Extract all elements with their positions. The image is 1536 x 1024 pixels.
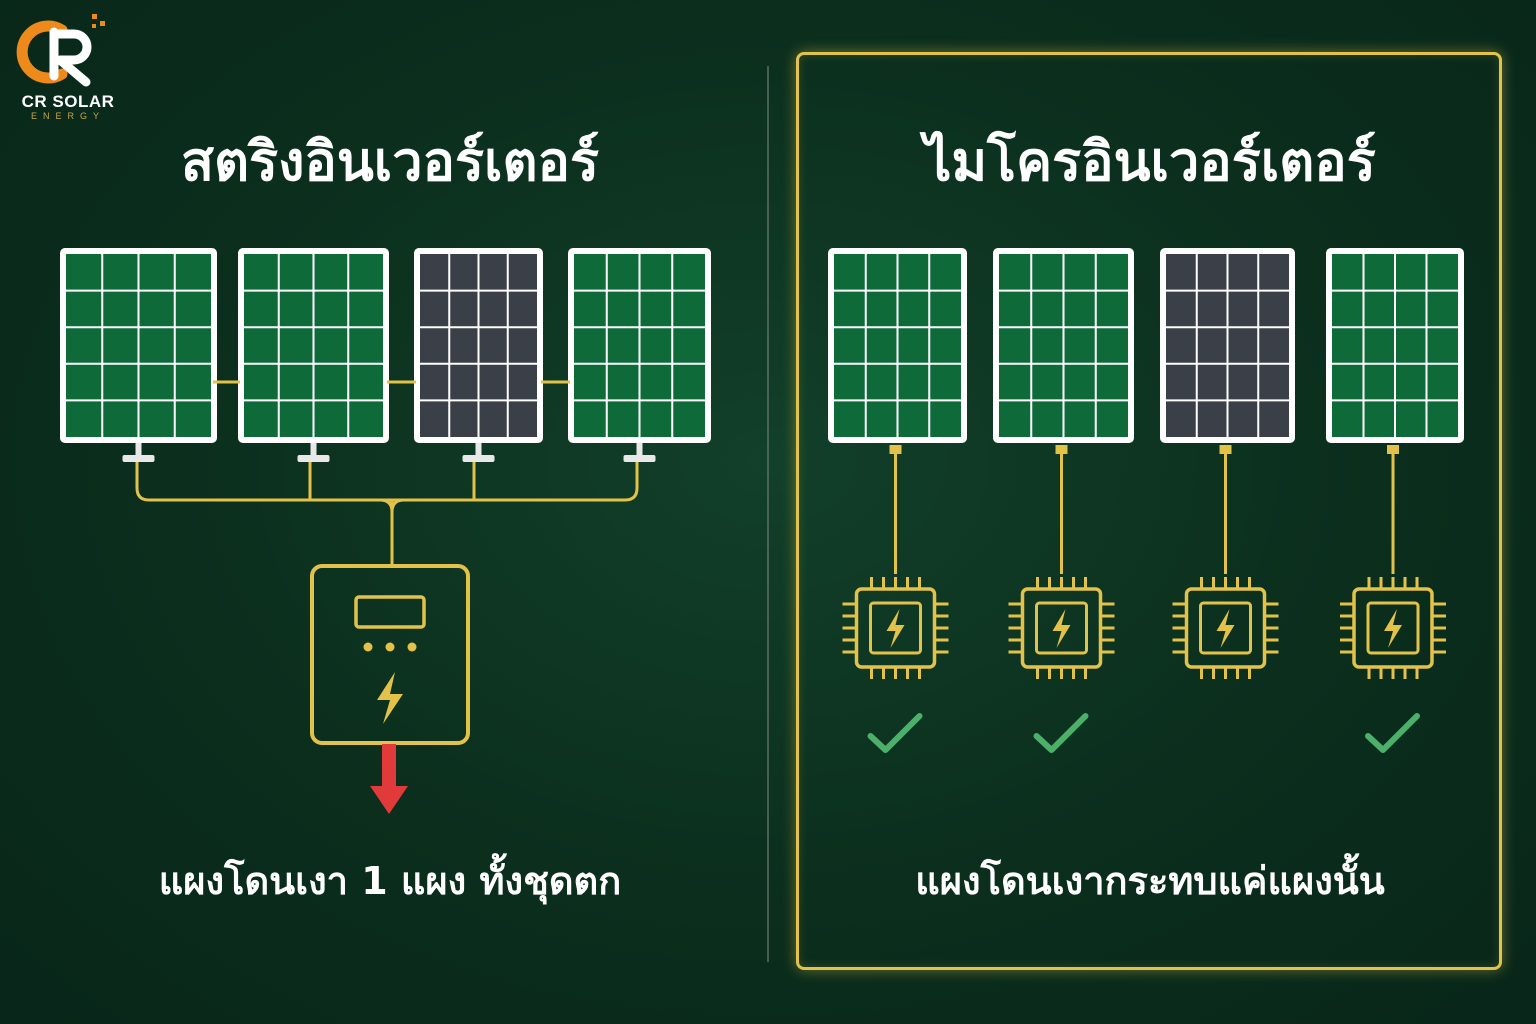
lightning-bolt-icon — [1216, 609, 1235, 648]
brand-logo — [14, 12, 124, 124]
micro-inverter-chip-icon — [842, 577, 949, 679]
lightning-bolt-icon — [886, 609, 905, 648]
micro-inverter-1 — [842, 445, 949, 753]
string-solar-panel-3 — [414, 248, 543, 462]
string-panels-group — [60, 248, 711, 462]
micro-inverter-units — [842, 445, 1446, 753]
brand-name: CR SOLAR — [21, 92, 115, 111]
string-bus-drops — [308, 462, 476, 500]
lightning-bolt-icon — [377, 672, 403, 724]
micro-inverter-chip-icon — [1172, 577, 1279, 679]
string-solar-panel-1 — [60, 248, 217, 462]
micro-inverter-2 — [1008, 445, 1115, 753]
micro-inverter-3 — [1172, 445, 1279, 679]
string-solar-panel-4 — [568, 248, 711, 462]
micro-inverter-chip-icon — [1008, 577, 1115, 679]
micro-inverter-caption: แผงโดนเงากระทบแค่แผงนั้น — [915, 859, 1385, 903]
micro-inverter-title: ไมโครอินเวอร์เตอร์ — [924, 130, 1376, 193]
panel-mount-bracket — [297, 455, 330, 462]
cr-logo-icon — [16, 14, 105, 87]
string-solar-panel-2 — [238, 248, 389, 462]
string-wiring — [135, 380, 639, 567]
lightning-bolt-icon — [1384, 609, 1402, 648]
string-inverter-icon — [310, 564, 470, 745]
check-icon — [867, 713, 923, 753]
micro-inverter-4 — [1340, 445, 1446, 753]
brand-subtitle: ENERGY — [30, 111, 105, 121]
down-arrow-icon — [370, 744, 408, 814]
check-icon — [1033, 713, 1089, 753]
string-bus — [135, 462, 639, 502]
micro-solar-panel-3 — [1160, 248, 1295, 443]
panel-mount-bracket — [462, 455, 495, 462]
string-inverter-caption: แผงโดนเงา 1 แผง ทั้งชุดตก — [158, 859, 622, 903]
bus-join — [379, 498, 405, 513]
panel-mount-bracket — [623, 455, 656, 462]
micro-solar-panel-1 — [828, 248, 967, 443]
panel-mount-bracket — [122, 455, 155, 462]
micro-solar-panel-2 — [993, 248, 1134, 443]
check-icon — [1365, 713, 1420, 753]
micro-solar-panel-4 — [1326, 248, 1464, 443]
micro-inverter-chip-icon — [1340, 577, 1446, 679]
lightning-bolt-icon — [1052, 609, 1071, 648]
center-divider — [767, 66, 769, 962]
micro-inverter-highlight-frame — [796, 52, 1502, 970]
micro-panels-group — [828, 248, 1464, 443]
string-inverter-title: สตริงอินเวอร์เตอร์ — [181, 130, 599, 193]
